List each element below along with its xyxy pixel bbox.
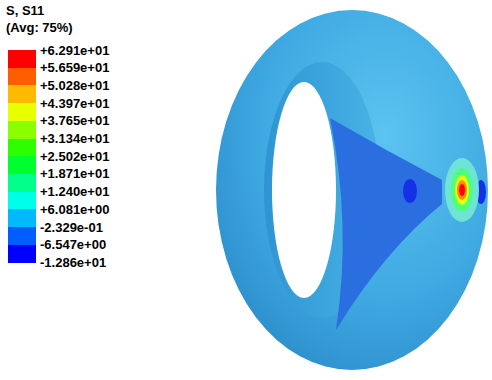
legend-swatch xyxy=(8,103,36,121)
low-stress-spot xyxy=(403,179,417,203)
legend-swatch xyxy=(8,156,36,174)
legend-swatch xyxy=(8,139,36,157)
legend-swatch xyxy=(8,245,36,263)
legend-value: +1.871e+01 xyxy=(40,167,109,180)
legend-value: +3.765e+01 xyxy=(40,114,109,127)
stress-contour xyxy=(457,180,467,200)
legend-value: +2.502e+01 xyxy=(40,150,109,163)
legend-swatch xyxy=(8,209,36,227)
legend-swatch xyxy=(8,50,36,68)
legend-swatch xyxy=(8,85,36,103)
legend-swatch xyxy=(8,121,36,139)
legend-value: +1.240e+01 xyxy=(40,185,109,198)
legend-value: +5.659e+01 xyxy=(40,61,109,74)
legend-value: -1.286e+01 xyxy=(40,256,106,269)
legend-value: -6.547e+00 xyxy=(40,238,106,251)
torus-hole xyxy=(272,82,336,298)
legend-value: +6.291e+01 xyxy=(40,44,109,57)
legend-value: +6.081e+00 xyxy=(40,203,109,216)
stress-contour xyxy=(445,158,479,222)
legend-swatch xyxy=(8,192,36,210)
legend-value: -2.329e-01 xyxy=(40,221,103,234)
legend-swatch xyxy=(8,68,36,86)
legend-value: +3.134e+01 xyxy=(40,132,109,145)
stress-contour xyxy=(451,168,473,212)
compression-zone xyxy=(330,118,442,330)
legend-swatch xyxy=(8,227,36,245)
stress-contour xyxy=(455,175,469,205)
legend-title: S, S11 xyxy=(6,4,44,17)
legend-value: +4.397e+01 xyxy=(40,97,109,110)
torus-body xyxy=(216,10,488,370)
legend-value: +5.028e+01 xyxy=(40,79,109,92)
legend-title: (Avg: 75%) xyxy=(6,21,73,34)
legend-swatch xyxy=(8,174,36,192)
stress-peak xyxy=(459,184,465,196)
